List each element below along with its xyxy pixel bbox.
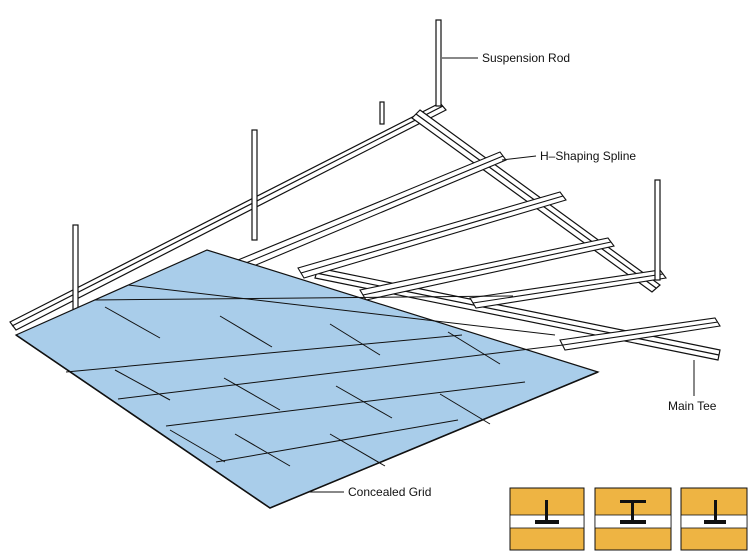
rod-4 bbox=[654, 179, 661, 281]
panel-surface bbox=[14, 249, 600, 509]
h-splines bbox=[237, 151, 721, 351]
ceiling-panels bbox=[14, 249, 600, 509]
rod-5 bbox=[379, 101, 385, 125]
suspension-rods bbox=[72, 19, 661, 311]
rod-1 bbox=[435, 19, 442, 107]
rod-3 bbox=[72, 224, 79, 311]
rod-2 bbox=[251, 129, 258, 241]
label-h-shaping-spline: H–Shaping Spline bbox=[540, 149, 636, 163]
detail-h-profile bbox=[594, 487, 672, 551]
detail-t-profile-2 bbox=[680, 487, 748, 551]
label-suspension-rod: Suspension Rod bbox=[482, 51, 570, 65]
label-concealed-grid: Concealed Grid bbox=[348, 485, 431, 499]
detail-profiles bbox=[509, 487, 748, 551]
leader-h-spline bbox=[501, 155, 537, 161]
leader-lines bbox=[308, 57, 695, 493]
label-main-tee: Main Tee bbox=[668, 399, 717, 413]
detail-t-profile-1 bbox=[509, 487, 585, 551]
